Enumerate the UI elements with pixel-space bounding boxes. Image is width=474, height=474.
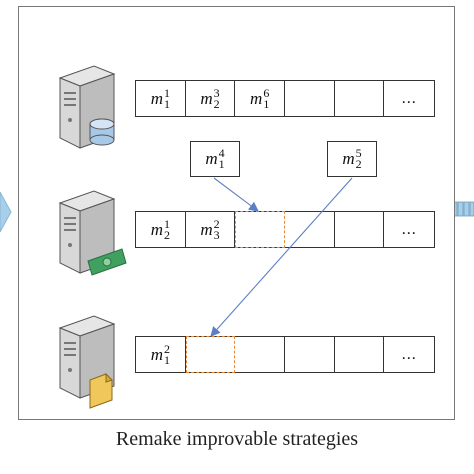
- empty-slot: [285, 212, 335, 247]
- caption: Remake improvable strategies: [115, 428, 359, 450]
- ellipsis-slot: ...: [401, 345, 417, 363]
- empty-slot: [285, 337, 335, 372]
- improvable-slot: [235, 211, 286, 248]
- improvable-slot: [185, 336, 236, 373]
- database-icon: [89, 118, 115, 146]
- ellipsis-slot: ...: [401, 220, 417, 238]
- empty-slot: [335, 212, 385, 247]
- empty-slot: [335, 337, 385, 372]
- server-icon-1: [58, 65, 116, 149]
- empty-slot: [235, 337, 286, 372]
- server-icon-3: [58, 315, 116, 409]
- empty-slot: [285, 81, 335, 116]
- right-connector-accent: [451, 201, 474, 217]
- document-icon: [89, 372, 113, 409]
- empty-slot: [335, 81, 385, 116]
- money-icon: [87, 248, 127, 276]
- ellipsis-slot: ...: [401, 89, 417, 107]
- server-icon-2: [58, 190, 127, 276]
